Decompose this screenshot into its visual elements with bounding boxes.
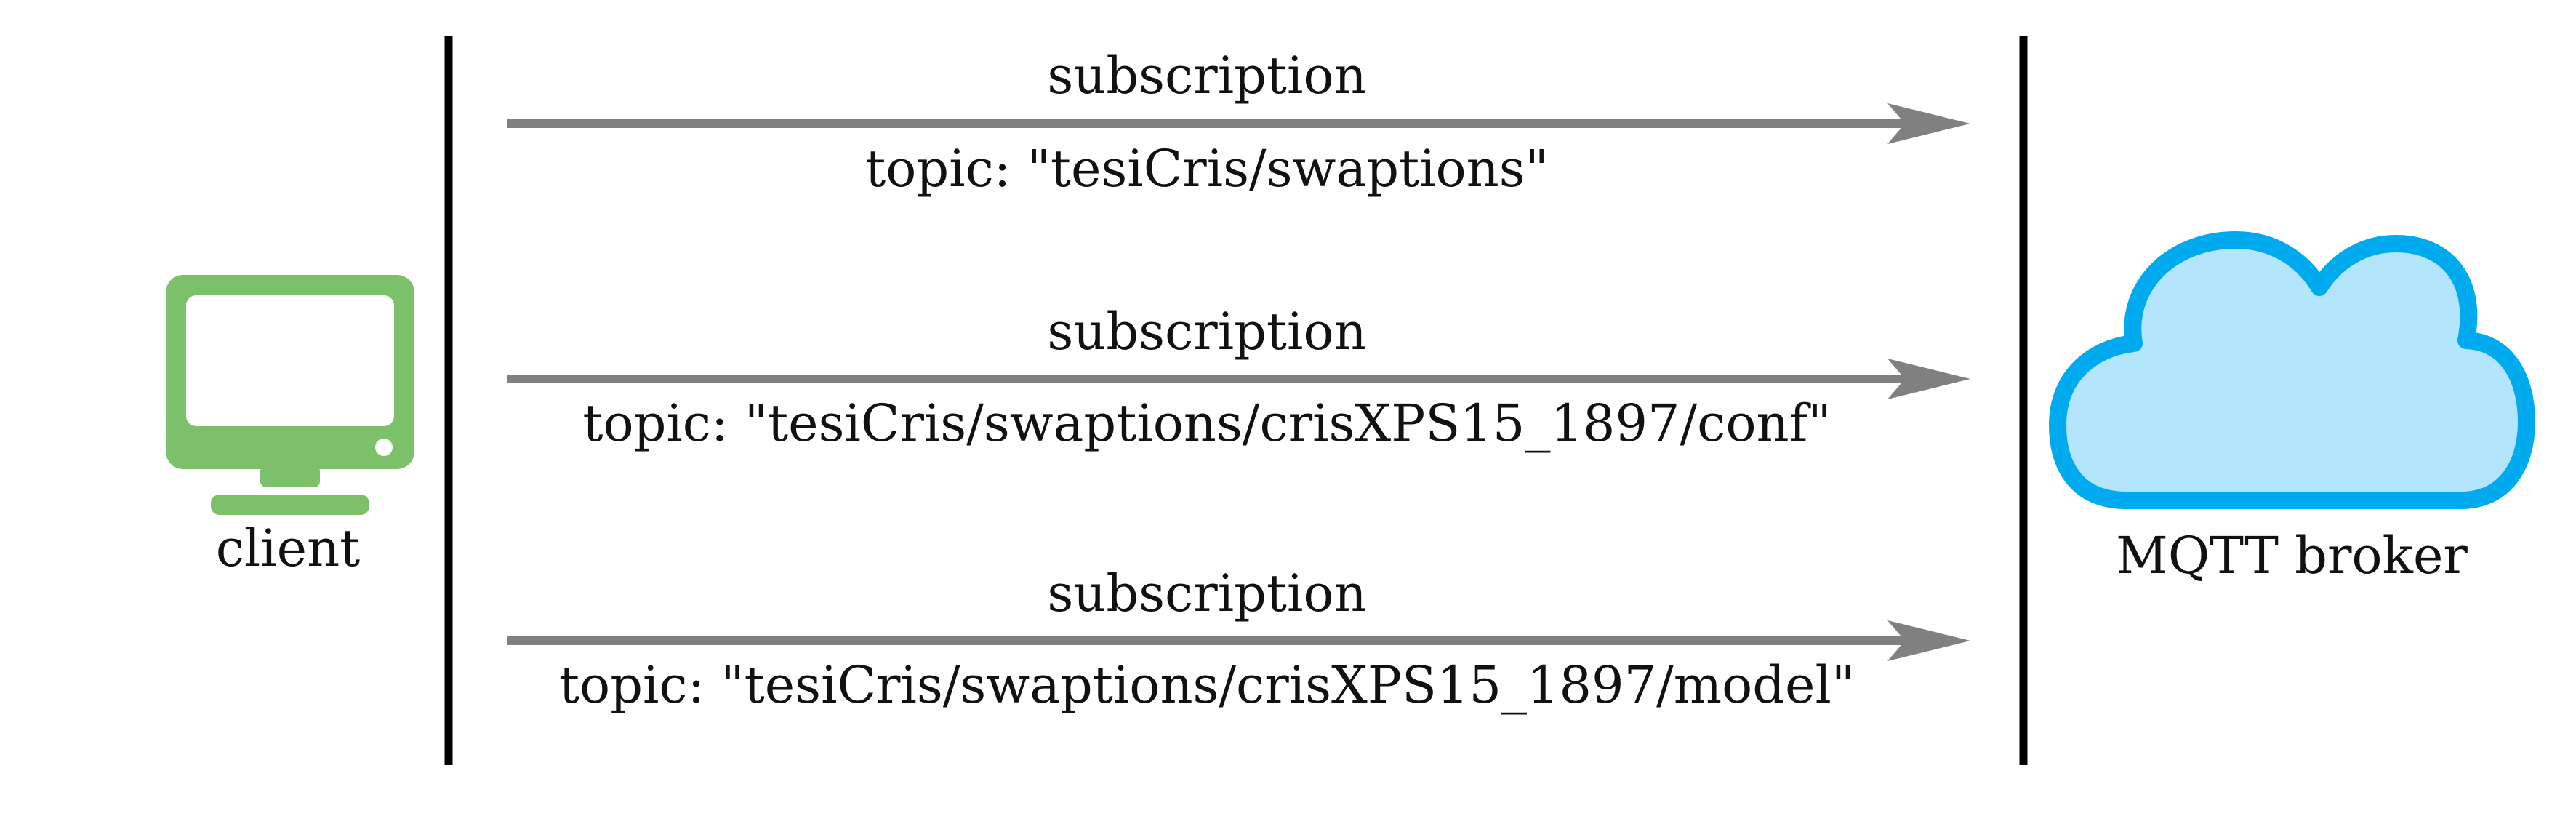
monitor-icon [166, 275, 414, 515]
message-1-label: subscription [1047, 46, 1366, 105]
message-2-arrowhead [1887, 359, 1970, 399]
client-label: client [216, 519, 361, 578]
message-3: subscription topic: "tesiCris/swaptions/… [507, 564, 1970, 715]
message-1-topic: topic: "tesiCris/swaptions" [865, 139, 1549, 199]
cloud-icon [2049, 231, 2535, 509]
broker-label: MQTT broker [2116, 526, 2468, 585]
monitor-power-led [375, 439, 393, 456]
message-2-topic: topic: "tesiCris/swaptions/crisXPS15_189… [582, 393, 1831, 453]
message-3-label: subscription [1047, 564, 1366, 623]
message-3-arrowhead [1887, 620, 1970, 661]
message-2: subscription topic: "tesiCris/swaptions/… [507, 302, 1970, 453]
monitor-stand [211, 495, 369, 515]
message-1-arrowhead [1887, 103, 1970, 144]
monitor-neck [260, 465, 320, 487]
message-3-topic: topic: "tesiCris/swaptions/crisXPS15_189… [559, 655, 1855, 715]
message-1: subscription topic: "tesiCris/swaptions" [507, 46, 1970, 199]
monitor-screen [186, 295, 394, 426]
message-2-label: subscription [1047, 302, 1366, 361]
